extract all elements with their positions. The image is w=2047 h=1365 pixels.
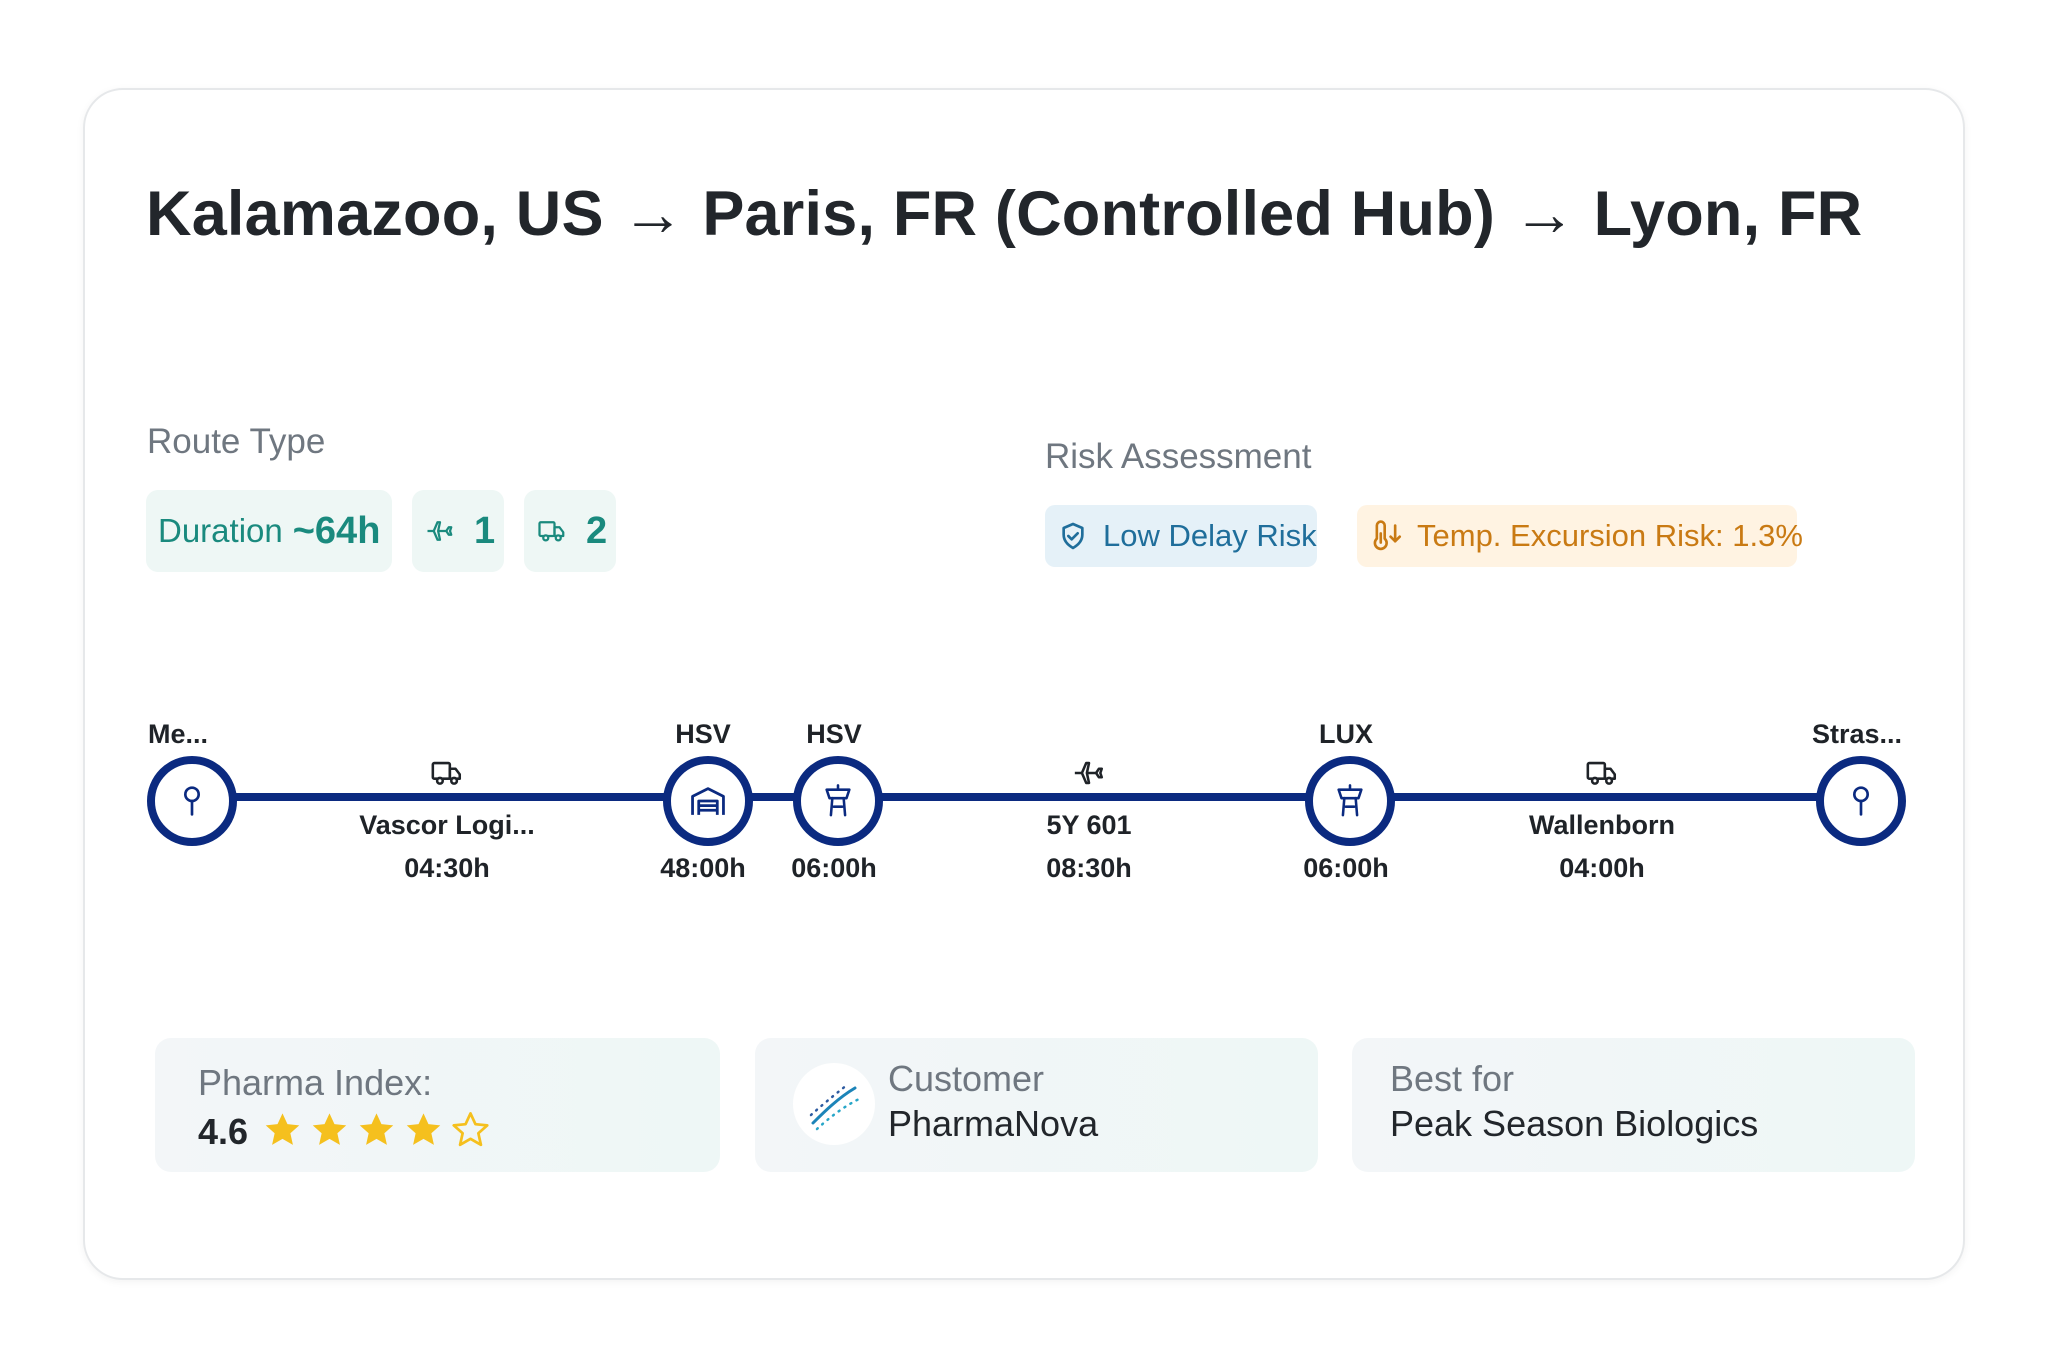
node-hsv-warehouse[interactable] xyxy=(663,756,753,846)
truck-icon xyxy=(427,756,467,790)
best-for-value: Peak Season Biologics xyxy=(1390,1103,1759,1144)
route-title: Kalamazoo, US → Paris, FR (Controlled Hu… xyxy=(146,179,1863,249)
truck-icon xyxy=(1582,756,1622,790)
pharmanova-logo-icon xyxy=(793,1063,875,1145)
pin-icon xyxy=(180,785,204,817)
star-filled-icon xyxy=(312,1113,347,1145)
route-type-label: Route Type xyxy=(147,422,326,461)
plane-icon xyxy=(422,516,458,546)
risk-assessment-label: Risk Assessment xyxy=(1045,437,1312,476)
best-for-label: Best for xyxy=(1390,1058,1515,1099)
node-code-hsv-warehouse: HSV xyxy=(675,719,731,749)
star-empty-icon xyxy=(452,1112,489,1147)
warehouse-icon xyxy=(689,784,727,818)
leg-carrier-name: Wallenborn xyxy=(1529,810,1675,840)
duration-chip: Duration ~64h xyxy=(146,490,392,572)
airport-tower-icon xyxy=(822,784,854,818)
star-filled-icon xyxy=(406,1113,441,1145)
customer-name: PharmaNova xyxy=(888,1103,1099,1144)
airport-tower-icon xyxy=(1334,784,1366,818)
flight-count: 1 xyxy=(474,509,496,552)
star-filled-icon xyxy=(359,1113,394,1145)
route-line xyxy=(190,793,1860,801)
leg-duration: 04:00h xyxy=(1559,853,1645,883)
leg-carrier-name: Vascor Logi... xyxy=(359,810,535,840)
node-duration-lux: 06:00h xyxy=(1303,853,1389,883)
best-for-box xyxy=(1352,1038,1915,1172)
truck-count: 2 xyxy=(586,509,608,552)
node-hsv-airport[interactable] xyxy=(793,756,883,846)
node-code-origin: Me... xyxy=(147,719,209,749)
leg-duration: 08:30h xyxy=(1046,853,1132,883)
leg-duration: 04:30h xyxy=(404,853,490,883)
temp-risk-text: Temp. Excursion Risk: 1.3% xyxy=(1417,518,1803,553)
duration-value: ~64h xyxy=(292,509,381,552)
node-code-hsv-airport: HSV xyxy=(806,719,862,749)
flight-count-chip: 1 xyxy=(412,490,504,572)
leg-flight-number: 5Y 601 xyxy=(1046,810,1132,840)
customer-label: Customer xyxy=(888,1058,1045,1099)
node-destination[interactable] xyxy=(1816,756,1906,846)
node-lux-airport[interactable] xyxy=(1305,756,1395,846)
star-filled-icon xyxy=(265,1113,300,1145)
rating-stars xyxy=(262,1110,491,1151)
shield-check-icon xyxy=(1057,520,1103,552)
pharma-index-box xyxy=(155,1038,720,1172)
node-duration-hsv-warehouse: 48:00h xyxy=(660,853,746,883)
node-code-destination: Stras... xyxy=(1811,719,1903,749)
duration-label: Duration xyxy=(158,512,283,549)
thermometer-down-icon xyxy=(1369,520,1417,552)
temp-risk-badge: Temp. Excursion Risk: 1.3% xyxy=(1357,505,1803,567)
pin-icon xyxy=(1849,785,1873,817)
truck-icon xyxy=(534,516,570,546)
node-origin[interactable] xyxy=(147,756,237,846)
pharma-index-value: 4.6 xyxy=(198,1111,249,1152)
node-duration-hsv-airport: 06:00h xyxy=(791,853,877,883)
delay-risk-badge: Low Delay Risk xyxy=(1045,505,1317,567)
node-code-lux: LUX xyxy=(1319,719,1373,749)
pharma-index-label: Pharma Index: xyxy=(198,1062,433,1103)
delay-risk-text: Low Delay Risk xyxy=(1103,518,1317,553)
plane-icon xyxy=(1069,756,1109,790)
truck-count-chip: 2 xyxy=(524,490,616,572)
